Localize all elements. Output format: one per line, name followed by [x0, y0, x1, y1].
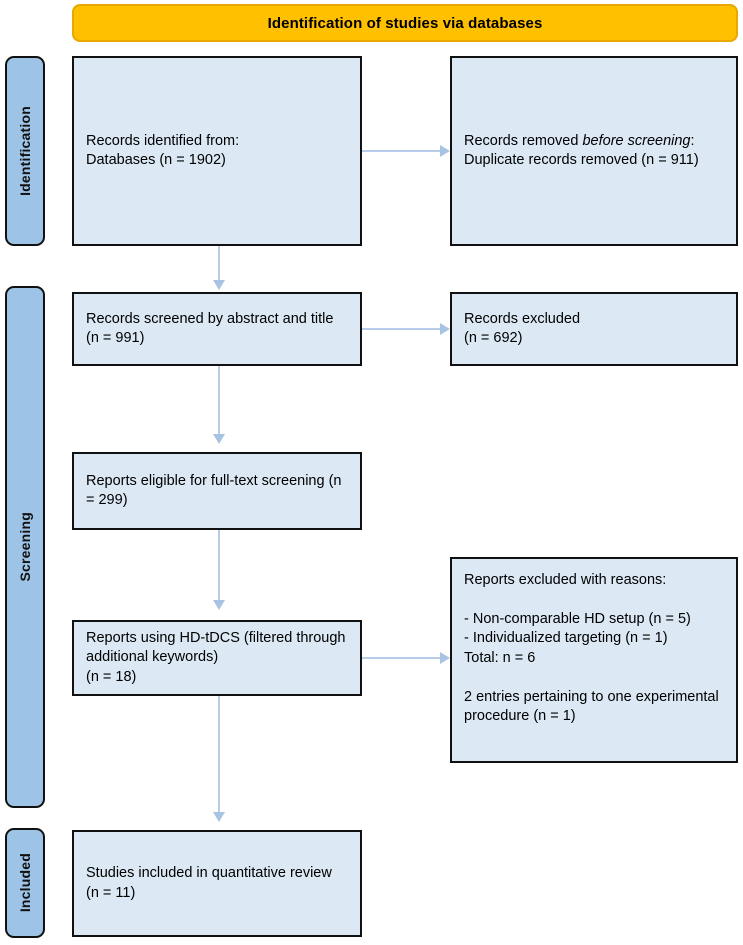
box-reports-excluded-reasons: Reports excluded with reasons: - Non-com…	[450, 557, 738, 763]
stage-label-included-text: Included	[17, 853, 33, 913]
stage-label-identification-text: Identification	[17, 106, 33, 196]
diagram-header-banner: Identification of studies via databases	[72, 4, 738, 42]
box-records-removed-suffix: : Duplicate records removed (n = 911)	[464, 132, 699, 168]
connector-identified-to-screened-line	[218, 246, 220, 282]
box-records-identified: Records identified from: Databases (n = …	[72, 56, 362, 246]
box-records-removed-italic: before screening	[582, 132, 691, 149]
connector-screened-to-excluded-line	[362, 328, 440, 330]
box-studies-included: Studies included in quantitative review …	[72, 830, 362, 937]
box-records-screened: Records screened by abstract and title (…	[72, 292, 362, 366]
box-studies-included-text: Studies included in quantitative review …	[86, 865, 332, 901]
connector-screened-to-eligible-line	[218, 366, 220, 436]
box-records-removed-text: Records removed before screening: Duplic…	[464, 132, 724, 171]
box-records-screened-text: Records screened by abstract and title (…	[86, 310, 334, 346]
box-reports-hdtdcs: Reports using HD-tDCS (filtered through …	[72, 620, 362, 696]
box-records-excluded-text: Records excluded (n = 692)	[464, 310, 581, 346]
stage-label-screening: Screening	[5, 286, 45, 808]
connector-identified-to-removed-line	[362, 150, 440, 152]
stage-label-screening-text: Screening	[17, 512, 33, 582]
connector-screened-to-eligible-arrow-icon	[213, 434, 225, 444]
box-reports-eligible-text: Reports eligible for full-text screening…	[86, 472, 342, 508]
diagram-header-title: Identification of studies via databases	[267, 14, 543, 32]
box-reports-excluded-reasons-text: Reports excluded with reasons: - Non-com…	[464, 572, 719, 724]
box-reports-eligible: Reports eligible for full-text screening…	[72, 452, 362, 530]
box-records-excluded: Records excluded (n = 692)	[450, 292, 738, 366]
stage-label-included: Included	[5, 828, 45, 938]
connector-identified-to-screened-arrow-icon	[213, 280, 225, 290]
connector-hdtdcs-to-reasons-arrow-icon	[440, 652, 450, 664]
connector-hdtdcs-to-reasons-line	[362, 657, 440, 659]
connector-hdtdcs-to-included-line	[218, 696, 220, 814]
box-records-removed: Records removed before screening: Duplic…	[450, 56, 738, 246]
connector-screened-to-excluded-arrow-icon	[440, 323, 450, 335]
connector-hdtdcs-to-included-arrow-icon	[213, 812, 225, 822]
box-reports-hdtdcs-text: Reports using HD-tDCS (filtered through …	[86, 629, 346, 685]
connector-eligible-to-hdtdcs-arrow-icon	[213, 600, 225, 610]
connector-eligible-to-hdtdcs-line	[218, 530, 220, 602]
stage-label-identification: Identification	[5, 56, 45, 246]
connector-identified-to-removed-arrow-icon	[440, 145, 450, 157]
box-records-removed-prefix: Records removed	[464, 132, 583, 149]
box-records-identified-text: Records identified from: Databases (n = …	[86, 132, 240, 168]
